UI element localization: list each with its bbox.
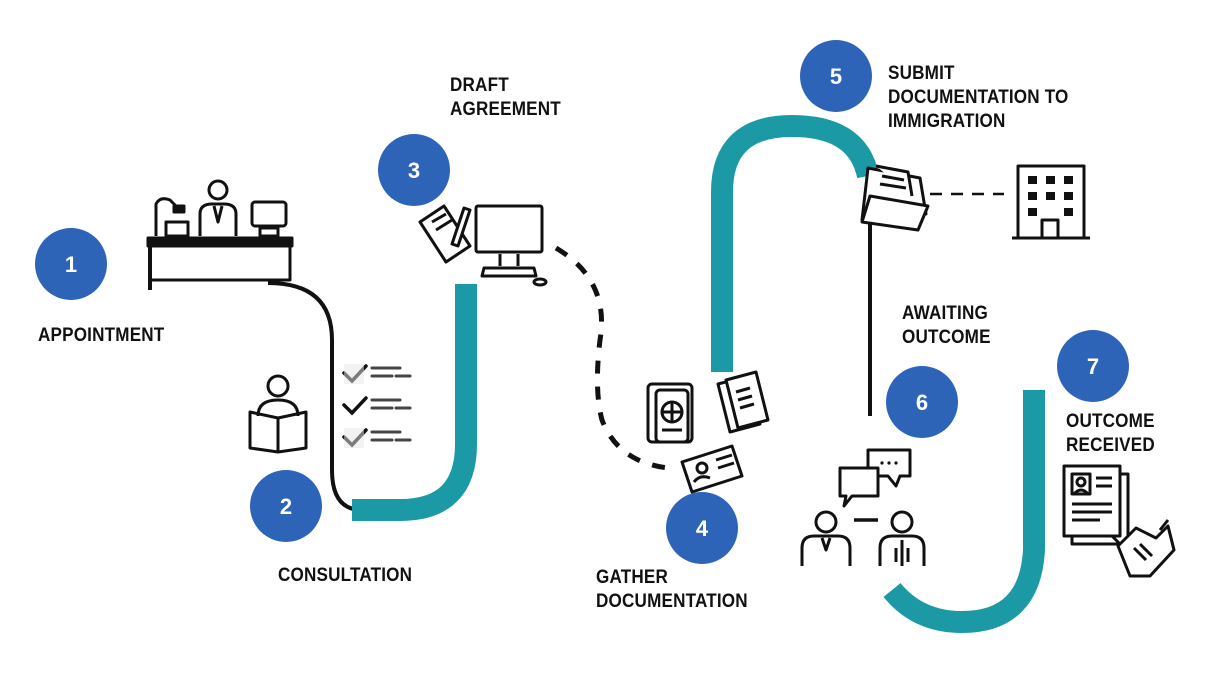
step-4-circle: 4 [666,492,738,564]
reception-desk-icon [146,179,294,290]
step-5-label-line-3: IMMIGRATION [888,111,1006,132]
step-4-label-line-2: DOCUMENTATION [596,591,748,612]
step-1-number: 1 [65,252,77,277]
computer-document-icon [418,204,548,287]
checklist-icon [342,364,412,448]
step-5-label: SUBMIT DOCUMENTATION TO IMMIGRATION [888,62,1069,134]
step-7-label-line-1: OUTCOME [1066,411,1155,432]
step-6-circle: 6 [886,366,958,438]
step-2-label: CONSULTATION [278,565,413,586]
step-7-label: OUTCOME RECEIVED [1066,410,1155,458]
folder-icon [860,164,930,232]
step-5-label-line-1: SUBMIT [888,63,955,84]
step-6-number: 6 [916,390,928,415]
step-6-label-line-1: AWAITING [902,303,988,324]
building-icon [1012,164,1090,240]
step-6-label-line-2: OUTCOME [902,327,991,348]
process-path [267,114,1045,634]
step-2-number: 2 [280,494,292,519]
step-4-label: GATHER DOCUMENTATION [596,566,748,614]
step-7-circle: 7 [1057,330,1129,402]
step-1-circle: 1 [35,228,107,300]
step-4-label-line-1: GATHER [596,567,669,588]
path-segment-4-5 [711,114,879,372]
resume-handshake-icon [1062,464,1176,578]
step-2-circle: 2 [250,470,322,542]
path-segment-6-7 [883,390,1045,634]
reading-person-icon [248,374,308,454]
step-1-label: APPOINTMENT [38,325,165,346]
step-7-label-line-2: RECEIVED [1066,435,1155,456]
step-5-number: 5 [830,64,842,89]
step-3-label-line-1: DRAFT [450,75,509,96]
step-6-label: AWAITING OUTCOME [902,302,991,350]
step-circles: 1 2 3 4 5 6 7 [35,40,1129,564]
step-5-circle: 5 [800,40,872,112]
step-4-number: 4 [696,516,709,541]
path-segment-1-2 [267,281,363,512]
path-segment-2-3 [352,284,477,521]
step-5-label-line-2: DOCUMENTATION TO [888,87,1069,108]
step-3-label: DRAFT AGREEMENT [450,74,561,122]
step-3-number: 3 [408,158,420,183]
conversation-people-icon [800,448,926,566]
step-3-circle: 3 [378,134,450,206]
step-3-label-line-2: AGREEMENT [450,99,561,120]
passport-documents-icon [646,370,770,494]
step-7-number: 7 [1087,354,1099,379]
